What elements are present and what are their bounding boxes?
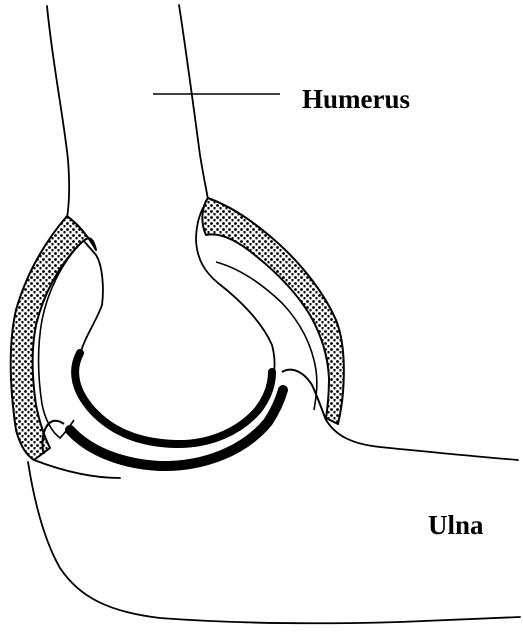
joint-capsule-left [11, 216, 96, 460]
humerus-left-edge [47, 6, 103, 355]
humerus-label: Humerus [302, 86, 410, 113]
humerus-right-edge [179, 5, 274, 388]
ulna-lower-edge [28, 462, 520, 623]
ulna-notch-lower [34, 460, 120, 478]
ulna-upper-edge [326, 420, 518, 460]
olecranon-fold [282, 370, 326, 420]
humerus-bone [47, 5, 274, 388]
humerus-cartilage [75, 353, 272, 444]
ulna-cartilage [70, 390, 283, 466]
ulna-label: Ulna [428, 512, 484, 539]
